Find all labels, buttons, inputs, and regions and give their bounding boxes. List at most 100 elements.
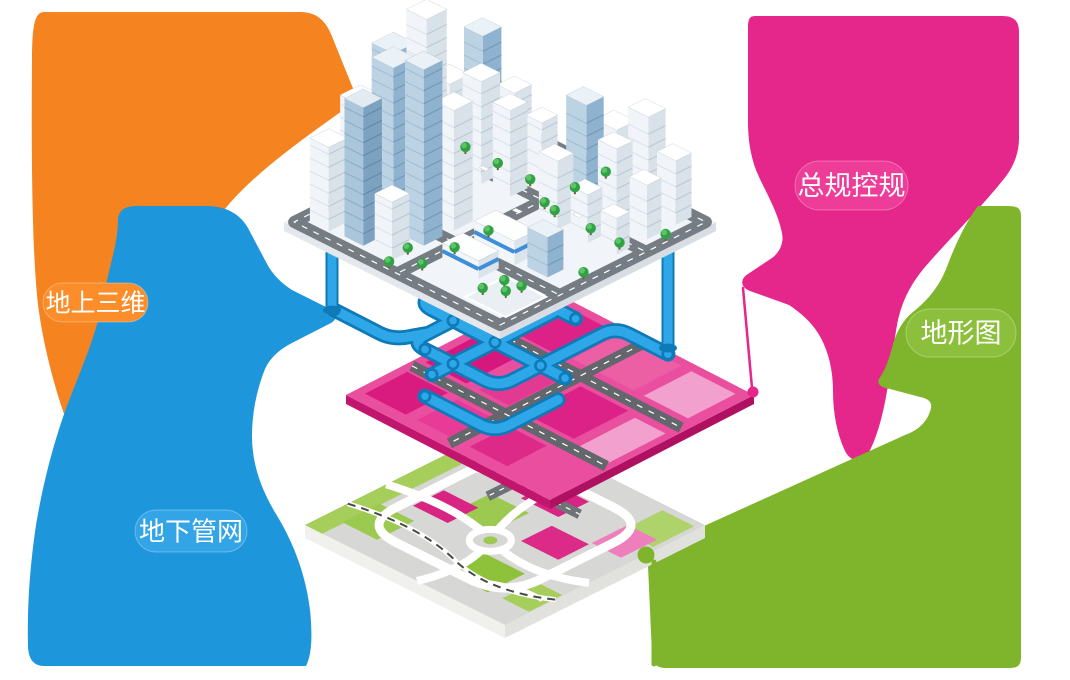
building-window-band — [309, 196, 329, 207]
building-roof — [600, 203, 631, 219]
building-window-band — [463, 54, 483, 65]
building-window-band — [541, 121, 558, 131]
pill-label-underground-pipes: 地下管网 — [139, 517, 243, 547]
building-window-band — [525, 134, 543, 144]
city-data-layer-stack — [284, 0, 754, 638]
building-roof — [525, 106, 559, 124]
pill-label-terrain-map: 地形图 — [921, 319, 1002, 349]
building-window-band — [453, 195, 473, 207]
building-window-band — [463, 41, 483, 52]
building-window-band — [587, 197, 603, 206]
building-window-band — [629, 218, 648, 228]
building-window-band — [404, 171, 424, 183]
building-window-band — [453, 169, 473, 181]
building-roof — [371, 46, 416, 69]
building-roof — [461, 62, 501, 83]
map-roundabout-center — [483, 536, 498, 545]
building-window-band — [391, 226, 410, 236]
building-window-band — [374, 200, 393, 210]
building — [492, 93, 529, 197]
tree-highlight — [615, 238, 621, 244]
pill-label-above-ground-3d: 地上三维 — [45, 290, 145, 318]
building-window-band — [541, 134, 558, 144]
callout-pills: 地上三维 地下管网 总规控规 地形图 — [42, 160, 1017, 553]
building-roof — [538, 143, 575, 162]
building-window-band — [423, 145, 443, 157]
tree-highlight — [570, 182, 577, 189]
building-roof — [441, 232, 500, 262]
building-window-band — [406, 36, 427, 49]
building-window-band — [627, 123, 649, 135]
building-window-band — [586, 127, 604, 137]
pipe-riser-flange — [323, 305, 341, 315]
building-window-band — [344, 158, 364, 170]
building-band — [441, 249, 480, 271]
tree-highlight — [484, 226, 490, 232]
building-window-band — [482, 54, 502, 65]
building-window-band — [371, 91, 394, 104]
tree-highlight — [500, 275, 506, 282]
building-window-band — [362, 184, 383, 196]
building-face-left — [538, 151, 558, 230]
building-window-band — [328, 144, 348, 155]
building-window-band — [453, 130, 473, 142]
building-window-band — [509, 123, 528, 134]
car — [478, 165, 490, 172]
building — [600, 203, 631, 255]
building-window-band — [570, 221, 589, 232]
building-window-band — [404, 67, 424, 79]
building-window-band — [404, 158, 424, 170]
planning-side-left — [346, 395, 550, 509]
building — [526, 219, 565, 278]
building-window-band — [309, 157, 329, 168]
building-window-band — [423, 93, 443, 105]
building-window-band — [481, 96, 501, 108]
building-window-band — [344, 106, 364, 118]
building-window-band — [404, 106, 424, 118]
building-window-band — [453, 182, 473, 194]
pill-terrain-map — [905, 308, 1017, 358]
building-window-band — [404, 93, 424, 105]
building-window-band — [362, 119, 383, 131]
building — [656, 143, 693, 225]
building-window-band — [362, 145, 383, 157]
building-window-band — [675, 191, 692, 201]
map-side-right — [505, 525, 705, 638]
building-face-left — [344, 98, 364, 246]
tree-highlight — [586, 223, 593, 230]
building-window-band — [404, 184, 424, 196]
pipe-joint-core — [561, 374, 569, 383]
layer-connectors — [637, 286, 759, 667]
building-window-band — [423, 223, 443, 235]
building-window-band — [423, 171, 443, 183]
building-window-band — [344, 119, 364, 131]
building-window-band — [404, 80, 424, 92]
building-window-band — [328, 157, 348, 168]
planning-block — [573, 417, 666, 465]
building-roof — [343, 88, 383, 109]
building-roof — [492, 93, 529, 112]
city-side-left — [284, 222, 500, 339]
building-window-band — [344, 210, 364, 222]
building-face-right — [510, 102, 528, 197]
building-window-band — [423, 132, 443, 144]
building-window-band — [344, 145, 364, 157]
building-roof — [526, 219, 565, 238]
building-window-band — [509, 136, 528, 147]
pill-above-ground-3d — [42, 282, 149, 323]
pipe-joint-core — [449, 360, 457, 368]
building-window-band — [362, 132, 383, 144]
building-window-band — [371, 78, 394, 91]
map-railway — [347, 502, 556, 601]
planning-side-right — [550, 395, 754, 509]
building-face-left — [600, 210, 617, 255]
building-window-band — [423, 197, 443, 209]
building-window-band — [374, 239, 393, 249]
building-roof — [627, 98, 667, 118]
building-window-band — [509, 175, 528, 186]
building-window-band — [597, 179, 617, 190]
tree-highlight — [384, 257, 391, 263]
tree-highlight — [579, 267, 585, 274]
map-side-left — [305, 525, 505, 638]
building-window-band — [328, 170, 348, 181]
